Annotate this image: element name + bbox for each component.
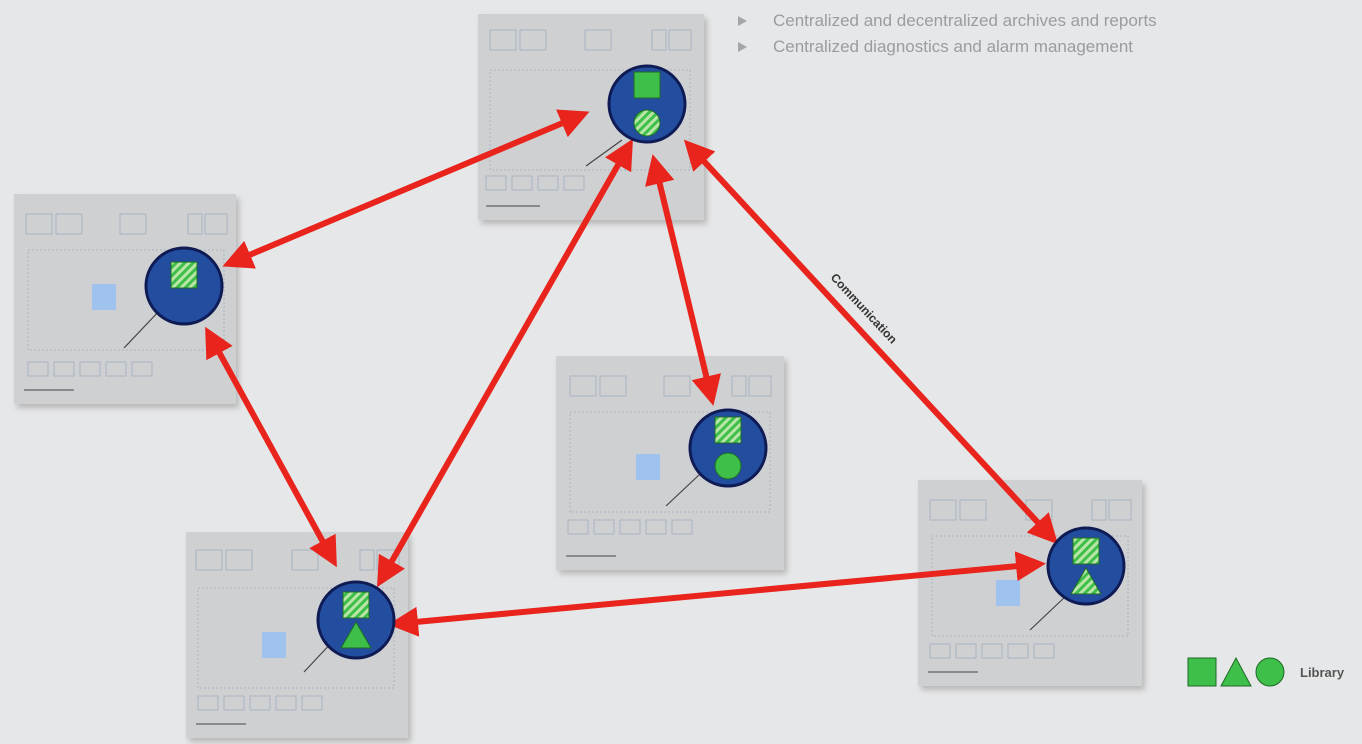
feature-item: Centralized diagnostics and alarm manage… [738, 34, 1157, 60]
node-top [607, 64, 687, 144]
hatched-square-symbol [342, 591, 370, 619]
library-label: Library [1300, 664, 1345, 680]
bullet-arrow-icon [738, 16, 747, 26]
library-square-icon [1187, 657, 1217, 687]
feature-item: Centralized and decentralized archives a… [738, 8, 1157, 34]
hatched-circle-symbol [633, 109, 661, 137]
node-bottom [316, 580, 396, 660]
bullet-arrow-icon [738, 42, 747, 52]
feature-text: Centralized diagnostics and alarm manage… [773, 37, 1134, 56]
feature-text: Centralized and decentralized archives a… [773, 11, 1157, 30]
library-circle-icon [1255, 657, 1285, 687]
triangle-symbol [340, 620, 372, 649]
communication-arrows [205, 109, 1059, 637]
arrow-left-bottom [205, 326, 337, 568]
library-shapes [1187, 656, 1285, 687]
hatched-square-symbol [1072, 537, 1100, 565]
feature-list: Centralized and decentralized archives a… [738, 8, 1157, 60]
node-right [1046, 526, 1126, 606]
node-left [144, 246, 224, 326]
arrow-top-bottom [377, 138, 633, 588]
square-symbol [633, 71, 661, 99]
arrow-bottom-right [388, 551, 1046, 637]
hatched-square-symbol [170, 261, 198, 289]
circle-symbol [714, 452, 742, 480]
hatched-triangle-symbol [1070, 566, 1102, 595]
library-legend: Library [1186, 656, 1344, 688]
library-triangle-icon [1220, 656, 1252, 687]
node-center [688, 408, 768, 488]
arrow-top-right [683, 139, 1059, 545]
hatched-square-symbol [714, 416, 742, 444]
